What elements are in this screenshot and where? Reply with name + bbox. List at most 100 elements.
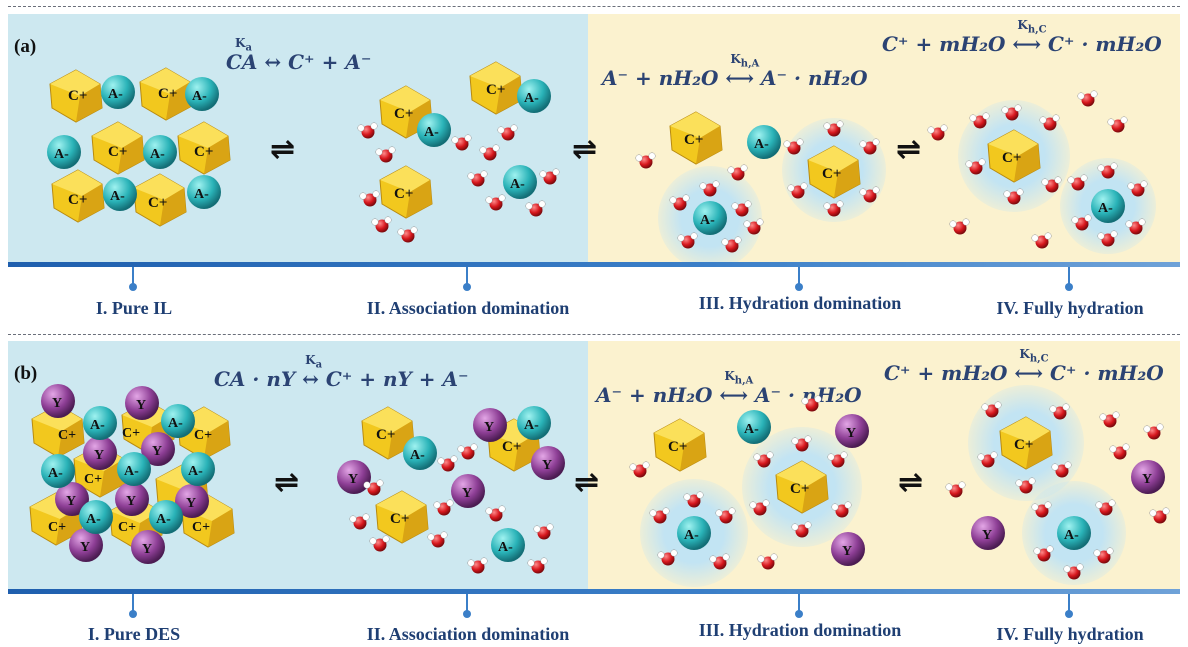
svg-text:A-: A- <box>754 137 769 152</box>
svg-text:C+: C+ <box>376 427 395 443</box>
svg-text:Y: Y <box>142 542 152 557</box>
middle-divider <box>8 334 1180 335</box>
svg-text:C+: C+ <box>486 82 505 98</box>
panel-a-scene: C+ C+ C+ C+ C+ C+ A- A- A- A- A- A- C+ A… <box>47 61 1156 262</box>
svg-text:A-: A- <box>188 464 203 479</box>
svg-text:A-: A- <box>48 466 63 481</box>
svg-text:C+: C+ <box>194 428 212 443</box>
svg-text:C+: C+ <box>194 144 213 160</box>
svg-text:Y: Y <box>52 396 62 411</box>
svg-text:A-: A- <box>124 464 139 479</box>
svg-text:A-: A- <box>90 418 105 433</box>
equilibrium-arrow-1: ⇌ <box>270 132 296 167</box>
svg-text:C+: C+ <box>668 439 687 455</box>
svg-text:Y: Y <box>80 540 90 555</box>
svg-text:C+: C+ <box>48 520 66 535</box>
svg-text:C+: C+ <box>394 186 413 202</box>
svg-text:C+: C+ <box>1014 437 1033 453</box>
stage-label: III. Hydration domination <box>698 620 902 640</box>
svg-text:C+: C+ <box>684 132 703 148</box>
stage-label: I. Pure IL <box>95 298 173 318</box>
svg-text:C+: C+ <box>108 144 127 160</box>
svg-text:A-: A- <box>424 125 439 140</box>
svg-text:Y: Y <box>136 398 146 413</box>
stage-tick <box>129 594 137 618</box>
svg-text:A-: A- <box>86 512 101 527</box>
svg-text:A-: A- <box>684 528 699 543</box>
svg-text:C+: C+ <box>394 106 413 122</box>
eq-reactant: CA <box>226 50 258 74</box>
svg-text:A-: A- <box>168 416 183 431</box>
svg-text:C+: C+ <box>84 472 102 487</box>
cation-hydration-equation: C⁺ + mH₂O ⟷Kh,C C⁺ · mH₂O <box>882 18 1162 56</box>
dissociation-equation: CA · nY ↔Ka C⁺ + nY + A⁻ <box>214 353 469 391</box>
panel-a: (a) CA ↔Ka C⁺ + A⁻ A⁻ + nH₂O ⟷Kh,A A⁻ · … <box>8 14 1180 291</box>
stage-tick <box>463 594 471 618</box>
svg-text:Y: Y <box>126 494 136 509</box>
svg-text:Y: Y <box>462 486 472 501</box>
progress-axis <box>8 589 1180 594</box>
svg-text:A-: A- <box>108 87 123 102</box>
svg-text:A-: A- <box>410 448 425 463</box>
svg-text:A-: A- <box>110 189 125 204</box>
svg-text:Y: Y <box>66 494 76 509</box>
panel-label: (b) <box>14 363 38 384</box>
stage-label: I. Pure DES <box>87 624 181 644</box>
svg-text:A-: A- <box>54 147 69 162</box>
svg-text:C+: C+ <box>58 428 76 443</box>
pure-il-lattice: C+ C+ C+ C+ C+ C+ A- A- A- A- A- A- <box>47 67 231 227</box>
stage-label: II. Association domination <box>366 298 570 318</box>
svg-text:A-: A- <box>700 213 715 228</box>
association-scene-a: C+ A- C+ A- C+ A- <box>357 61 560 243</box>
hydration-scene-b: C+ A- C+ A- Y Y <box>629 395 869 587</box>
equilibrium-arrow-2: ⇌ <box>574 465 600 500</box>
svg-text:Y: Y <box>542 458 552 473</box>
svg-text:C+: C+ <box>790 481 809 497</box>
svg-text:A-: A- <box>156 512 171 527</box>
progress-axis <box>8 262 1180 267</box>
cation-hydration-equation: C⁺ + mH₂O ⟷Kh,C C⁺ · mH₂O <box>884 347 1164 385</box>
anion-hydration-equation: A⁻ + nH₂O ⟷Kh,A A⁻ · nH₂O <box>602 52 868 90</box>
panel-b: (b) CA · nY ↔Ka C⁺ + nY + A⁻ A⁻ + nH₂O ⟷… <box>8 341 1180 618</box>
stage-tick <box>463 267 471 291</box>
stage-label: II. Association domination <box>366 624 570 644</box>
svg-text:C+: C+ <box>118 520 136 535</box>
equilibrium-arrow-2: ⇌ <box>572 132 598 167</box>
svg-text:C+: C+ <box>122 426 140 441</box>
equilibrium-arrow-3: ⇌ <box>896 132 922 167</box>
stage-tick <box>1065 267 1073 291</box>
svg-text:Y: Y <box>186 496 196 511</box>
svg-text:C+: C+ <box>68 88 87 104</box>
svg-text:Y: Y <box>842 544 852 559</box>
svg-text:A-: A- <box>510 177 525 192</box>
svg-text:Y: Y <box>484 420 494 435</box>
svg-text:C+: C+ <box>158 86 177 102</box>
svg-text:C+: C+ <box>822 166 841 182</box>
full-hydration-scene-a: C+ A- <box>927 90 1156 254</box>
stage-tick <box>795 267 803 291</box>
association-scene-b: C+A- C+A- YY YY C+A- <box>337 406 565 574</box>
svg-text:C+: C+ <box>390 511 409 527</box>
svg-text:Y: Y <box>982 528 992 543</box>
svg-text:Y: Y <box>846 426 856 441</box>
svg-text:A-: A- <box>498 540 513 555</box>
hydration-scene-a: C+ A- C+ A- <box>635 111 886 262</box>
svg-text:A-: A- <box>192 89 207 104</box>
stage-label: III. Hydration domination <box>698 293 902 313</box>
svg-text:C+: C+ <box>192 520 210 535</box>
svg-text:A-: A- <box>194 187 209 202</box>
svg-text:Y: Y <box>1142 472 1152 487</box>
svg-text:A-: A- <box>150 147 165 162</box>
svg-text:Y: Y <box>348 472 358 487</box>
svg-text:A-: A- <box>1064 528 1079 543</box>
equilibrium-arrow-1: ⇌ <box>274 465 300 500</box>
svg-text:A-: A- <box>524 418 539 433</box>
svg-text:A-: A- <box>744 422 759 437</box>
stage-tick <box>1065 594 1073 618</box>
stage-label: IV. Fully hydration <box>996 624 1144 644</box>
full-hydration-scene-b: C+ A- Y Y <box>945 385 1170 585</box>
equilibrium-arrow-3: ⇌ <box>898 465 924 500</box>
svg-text:C+: C+ <box>502 439 521 455</box>
